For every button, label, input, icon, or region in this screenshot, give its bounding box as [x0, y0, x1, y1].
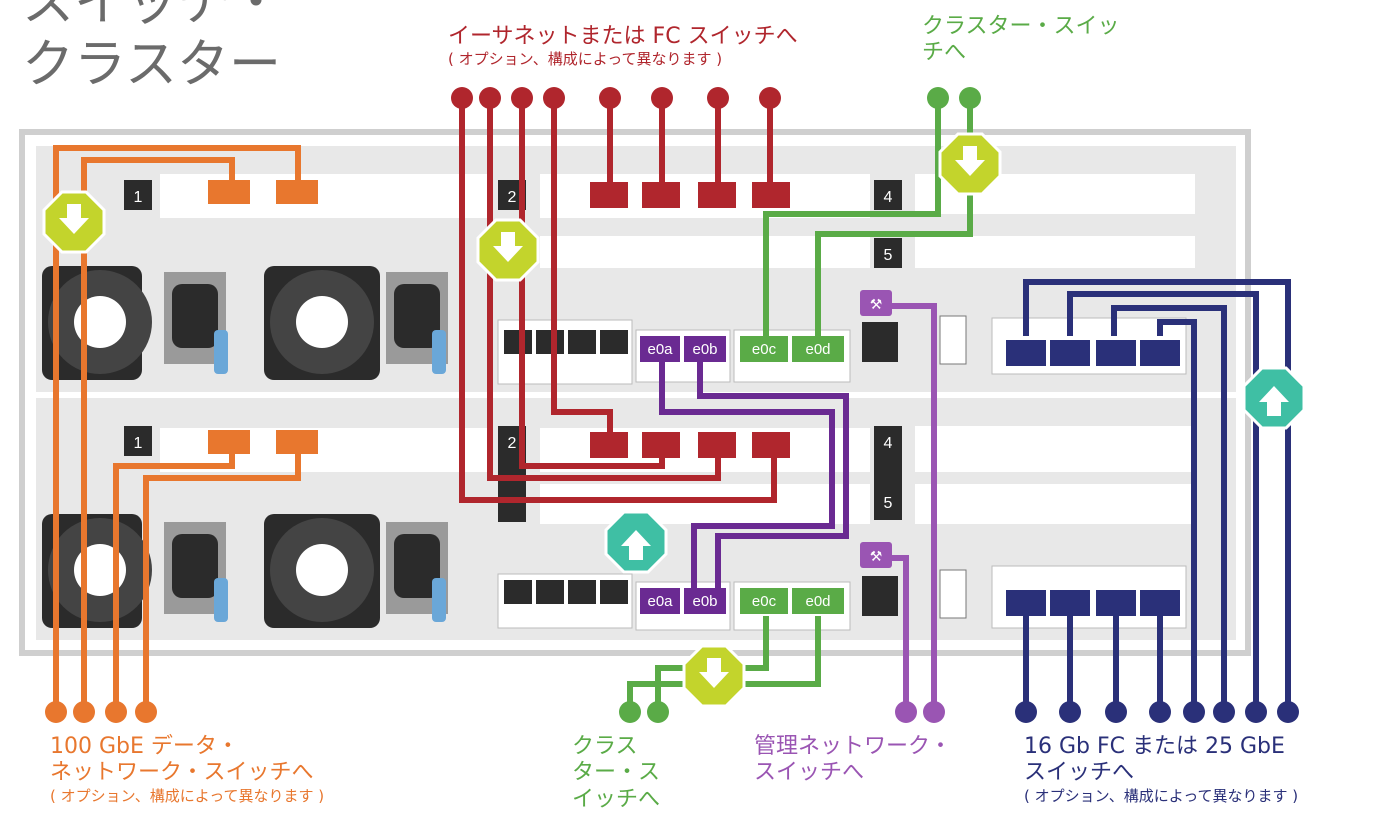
- cluster-bottom-line-3: イッチへ: [572, 786, 661, 812]
- cluster-switch-bottom-label: クラス ター・ス イッチへ: [572, 734, 660, 813]
- fc16-label: 16 Gb FC または 25 GbE スイッチへ ( オプション、構成によって…: [1024, 734, 1298, 805]
- slot-number: 1: [134, 189, 143, 206]
- down-arrow-icon: [938, 132, 1002, 196]
- mgmt-line-2: スイッチへ: [754, 760, 865, 786]
- ethernet-fc-note: ( オプション、構成によって異なります ): [448, 50, 723, 69]
- orange-connectors: [45, 180, 318, 723]
- purple-data-ports: [640, 336, 726, 614]
- cluster-top-line-2: チへ: [922, 40, 967, 66]
- rj45-bottom: [862, 576, 898, 616]
- psu-bottom: [164, 522, 448, 622]
- purple-data-cables: [659, 360, 849, 590]
- usb-bottom: [939, 569, 967, 619]
- slot-number: 4: [884, 435, 893, 452]
- title-line-1: スイッチ・: [22, 0, 283, 33]
- slot-45-bottom-badge: [874, 426, 902, 520]
- slot-number: 2: [508, 435, 517, 452]
- gbe100-note: ( オプション、構成によって異なります ): [50, 786, 325, 805]
- red-connectors: [451, 87, 790, 458]
- rj45-top: [862, 322, 898, 362]
- cluster-switch-top-label: クラスター・スイッ チへ: [922, 14, 1120, 67]
- navy-connectors: [1006, 340, 1299, 723]
- port-label-e0b-top: e0b: [692, 341, 717, 358]
- cluster-bottom-line-1: クラス: [572, 734, 638, 759]
- slot-number: 5: [884, 495, 893, 512]
- fans-top: [42, 266, 380, 380]
- slot-5-top: [915, 236, 1195, 268]
- mgmt-line-1: 管理ネットワーク・: [754, 734, 952, 759]
- orange-cables: [53, 145, 301, 712]
- slot-1-bottom-badge: [124, 426, 152, 456]
- wrench-icon: ⚒: [870, 549, 883, 565]
- ethernet-fc-main: イーサネットまたは FC スイッチへ: [448, 24, 798, 49]
- up-arrow-icon: [1242, 366, 1306, 430]
- slot-number: 2: [508, 189, 517, 206]
- port-label-e0d-bottom: e0d: [805, 593, 830, 610]
- port-label-e0c-bottom: e0c: [752, 593, 777, 610]
- down-arrow-icon: [42, 190, 106, 254]
- slot-5-top-badge: [874, 238, 902, 268]
- diagram-title: スイッチ・ クラスター: [22, 0, 282, 96]
- title-line-2: クラスター: [22, 35, 281, 95]
- cluster-bottom-line-2: ター・ス: [572, 760, 661, 786]
- slot-number: 4: [884, 189, 893, 206]
- down-arrow-icon: [476, 218, 540, 282]
- psu-top: [164, 272, 448, 374]
- port-label-e0d-top: e0d: [805, 341, 830, 358]
- green-connectors: [619, 87, 981, 723]
- up-arrow-icon: [604, 510, 668, 574]
- cluster-top-line-1: クラスター・スイッ: [922, 14, 1120, 39]
- mgmt-network-label: 管理ネットワーク・ スイッチへ: [754, 734, 952, 787]
- port-label-e0c-top: e0c: [752, 341, 777, 358]
- port-label-e0a-bottom: e0a: [647, 593, 673, 610]
- slot-3-bottom: [540, 484, 870, 524]
- slot-4-bottom: [915, 426, 1195, 472]
- fc16-line-1: 16 Gb FC または 25 GbE: [1024, 734, 1285, 759]
- gbe100-line-2: ネットワーク・スイッチへ: [50, 760, 314, 786]
- down-arrow-icon: [682, 644, 746, 708]
- navy-cables: [1023, 279, 1291, 712]
- fc16-line-2: スイッチへ: [1024, 760, 1135, 786]
- port-label-e0b-bottom: e0b: [692, 593, 717, 610]
- slot-5-bottom: [915, 484, 1195, 524]
- port-label-e0a-top: e0a: [647, 341, 673, 358]
- red-cables: [459, 98, 777, 503]
- gbe100-line-1: 100 GbE データ・: [50, 734, 239, 759]
- slot-number: 1: [134, 435, 143, 452]
- fc16-note: ( オプション、構成によって異なります ): [1024, 786, 1299, 805]
- slot-1-top-badge: [124, 180, 152, 210]
- usb-top: [939, 315, 967, 365]
- wrench-icon: ⚒: [870, 297, 883, 313]
- gbe100-label: 100 GbE データ・ ネットワーク・スイッチへ ( オプション、構成によって…: [50, 734, 324, 805]
- mgmt-connectors: [860, 290, 945, 723]
- slot-4-top-badge: [874, 180, 902, 210]
- slot-number: 5: [884, 247, 893, 264]
- ethernet-fc-label: イーサネットまたは FC スイッチへ ( オプション、構成によって異なります ): [448, 24, 798, 68]
